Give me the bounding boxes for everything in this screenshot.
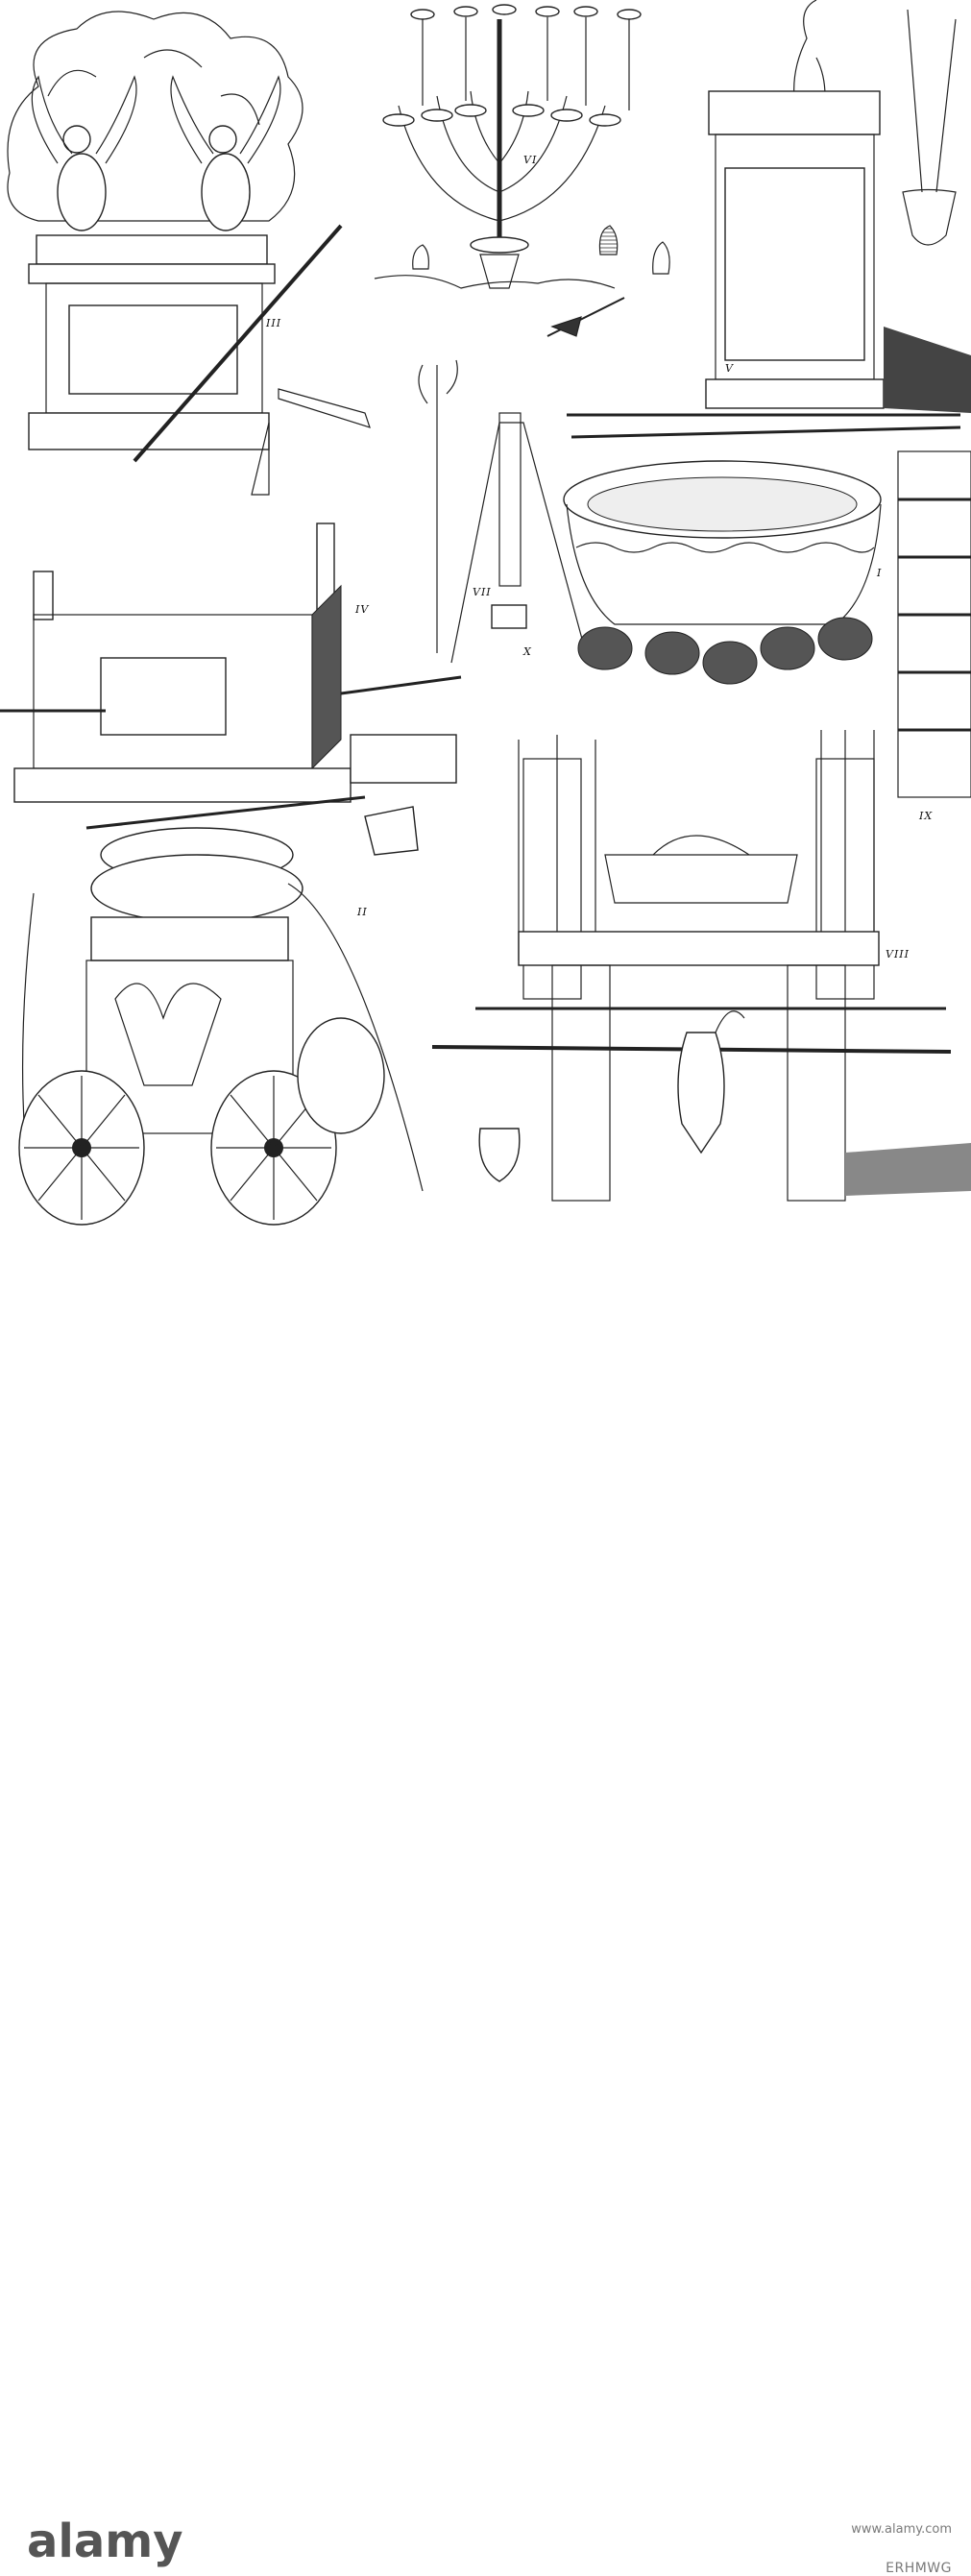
numeral-vii: VII bbox=[473, 586, 492, 598]
stock-url: www.alamy.com bbox=[851, 2522, 952, 2537]
engraving-plate: III VI V VII X I IV II VIII IX bbox=[0, 0, 971, 1249]
hanging-censer bbox=[902, 9, 957, 246]
laver-on-wheels bbox=[18, 827, 424, 1226]
image-id: ERHMWG bbox=[886, 2561, 952, 2576]
numeral-x: X bbox=[523, 645, 532, 658]
water-stand bbox=[418, 359, 587, 664]
cherub-left bbox=[31, 75, 137, 231]
altar-of-burnt-offering bbox=[0, 522, 462, 856]
wheel-left bbox=[18, 1070, 145, 1226]
numeral-ix: IX bbox=[919, 810, 934, 822]
table-of-shewbread bbox=[431, 730, 971, 1202]
grate-panel bbox=[897, 450, 971, 798]
cherub-right bbox=[170, 75, 281, 231]
alamy-logo-text: alamy bbox=[27, 2515, 183, 2568]
incense-altar bbox=[567, 0, 971, 439]
numeral-viii: VIII bbox=[886, 948, 910, 960]
numeral-v: V bbox=[725, 362, 734, 375]
numeral-iv: IV bbox=[355, 603, 370, 616]
wheel-back bbox=[297, 1017, 385, 1134]
alamy-logo: alamy bbox=[27, 2515, 183, 2568]
brazen-sea bbox=[563, 460, 882, 685]
altar-with-cherubim bbox=[7, 11, 371, 496]
numeral-vi: VI bbox=[523, 154, 538, 166]
stock-footer: alamy www.alamy.com ERHMWG bbox=[0, 1249, 971, 2576]
numeral-ii: II bbox=[357, 906, 368, 918]
numeral-iii: III bbox=[266, 317, 282, 329]
menorah bbox=[374, 4, 670, 337]
wheel-right bbox=[210, 1070, 337, 1226]
numeral-i: I bbox=[877, 567, 883, 579]
